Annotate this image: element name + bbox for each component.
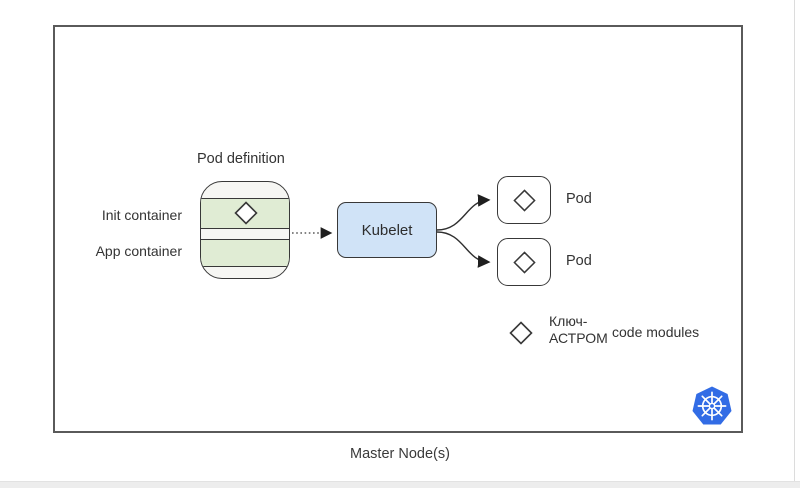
pod-definition-title: Pod definition bbox=[197, 151, 285, 167]
code-module-diamond-icon bbox=[234, 201, 258, 225]
app-container-stripe bbox=[201, 239, 289, 267]
legend-diamond-icon bbox=[509, 321, 533, 345]
page-bottom-edge bbox=[0, 481, 800, 488]
pod-definition-shape bbox=[200, 181, 290, 279]
kubelet-node: Kubelet bbox=[337, 202, 437, 258]
kubernetes-logo-icon bbox=[692, 386, 732, 425]
pod-2-label: Pod bbox=[566, 253, 592, 269]
app-container-label: App container bbox=[95, 243, 182, 259]
pod-1-label: Pod bbox=[566, 191, 592, 207]
page-edge-line bbox=[794, 0, 795, 481]
legend-description: code modules bbox=[612, 324, 700, 340]
code-module-diamond-icon bbox=[512, 250, 536, 274]
init-container-label: Init container bbox=[101, 207, 182, 223]
legend-key-text: Ключ-АСТРОМ bbox=[549, 313, 608, 346]
master-node-caption: Master Node(s) bbox=[350, 446, 450, 462]
code-module-diamond-icon bbox=[512, 188, 536, 212]
kubelet-label: Kubelet bbox=[361, 221, 413, 239]
pod-node-1 bbox=[497, 176, 551, 224]
pod-node-2 bbox=[497, 238, 551, 286]
